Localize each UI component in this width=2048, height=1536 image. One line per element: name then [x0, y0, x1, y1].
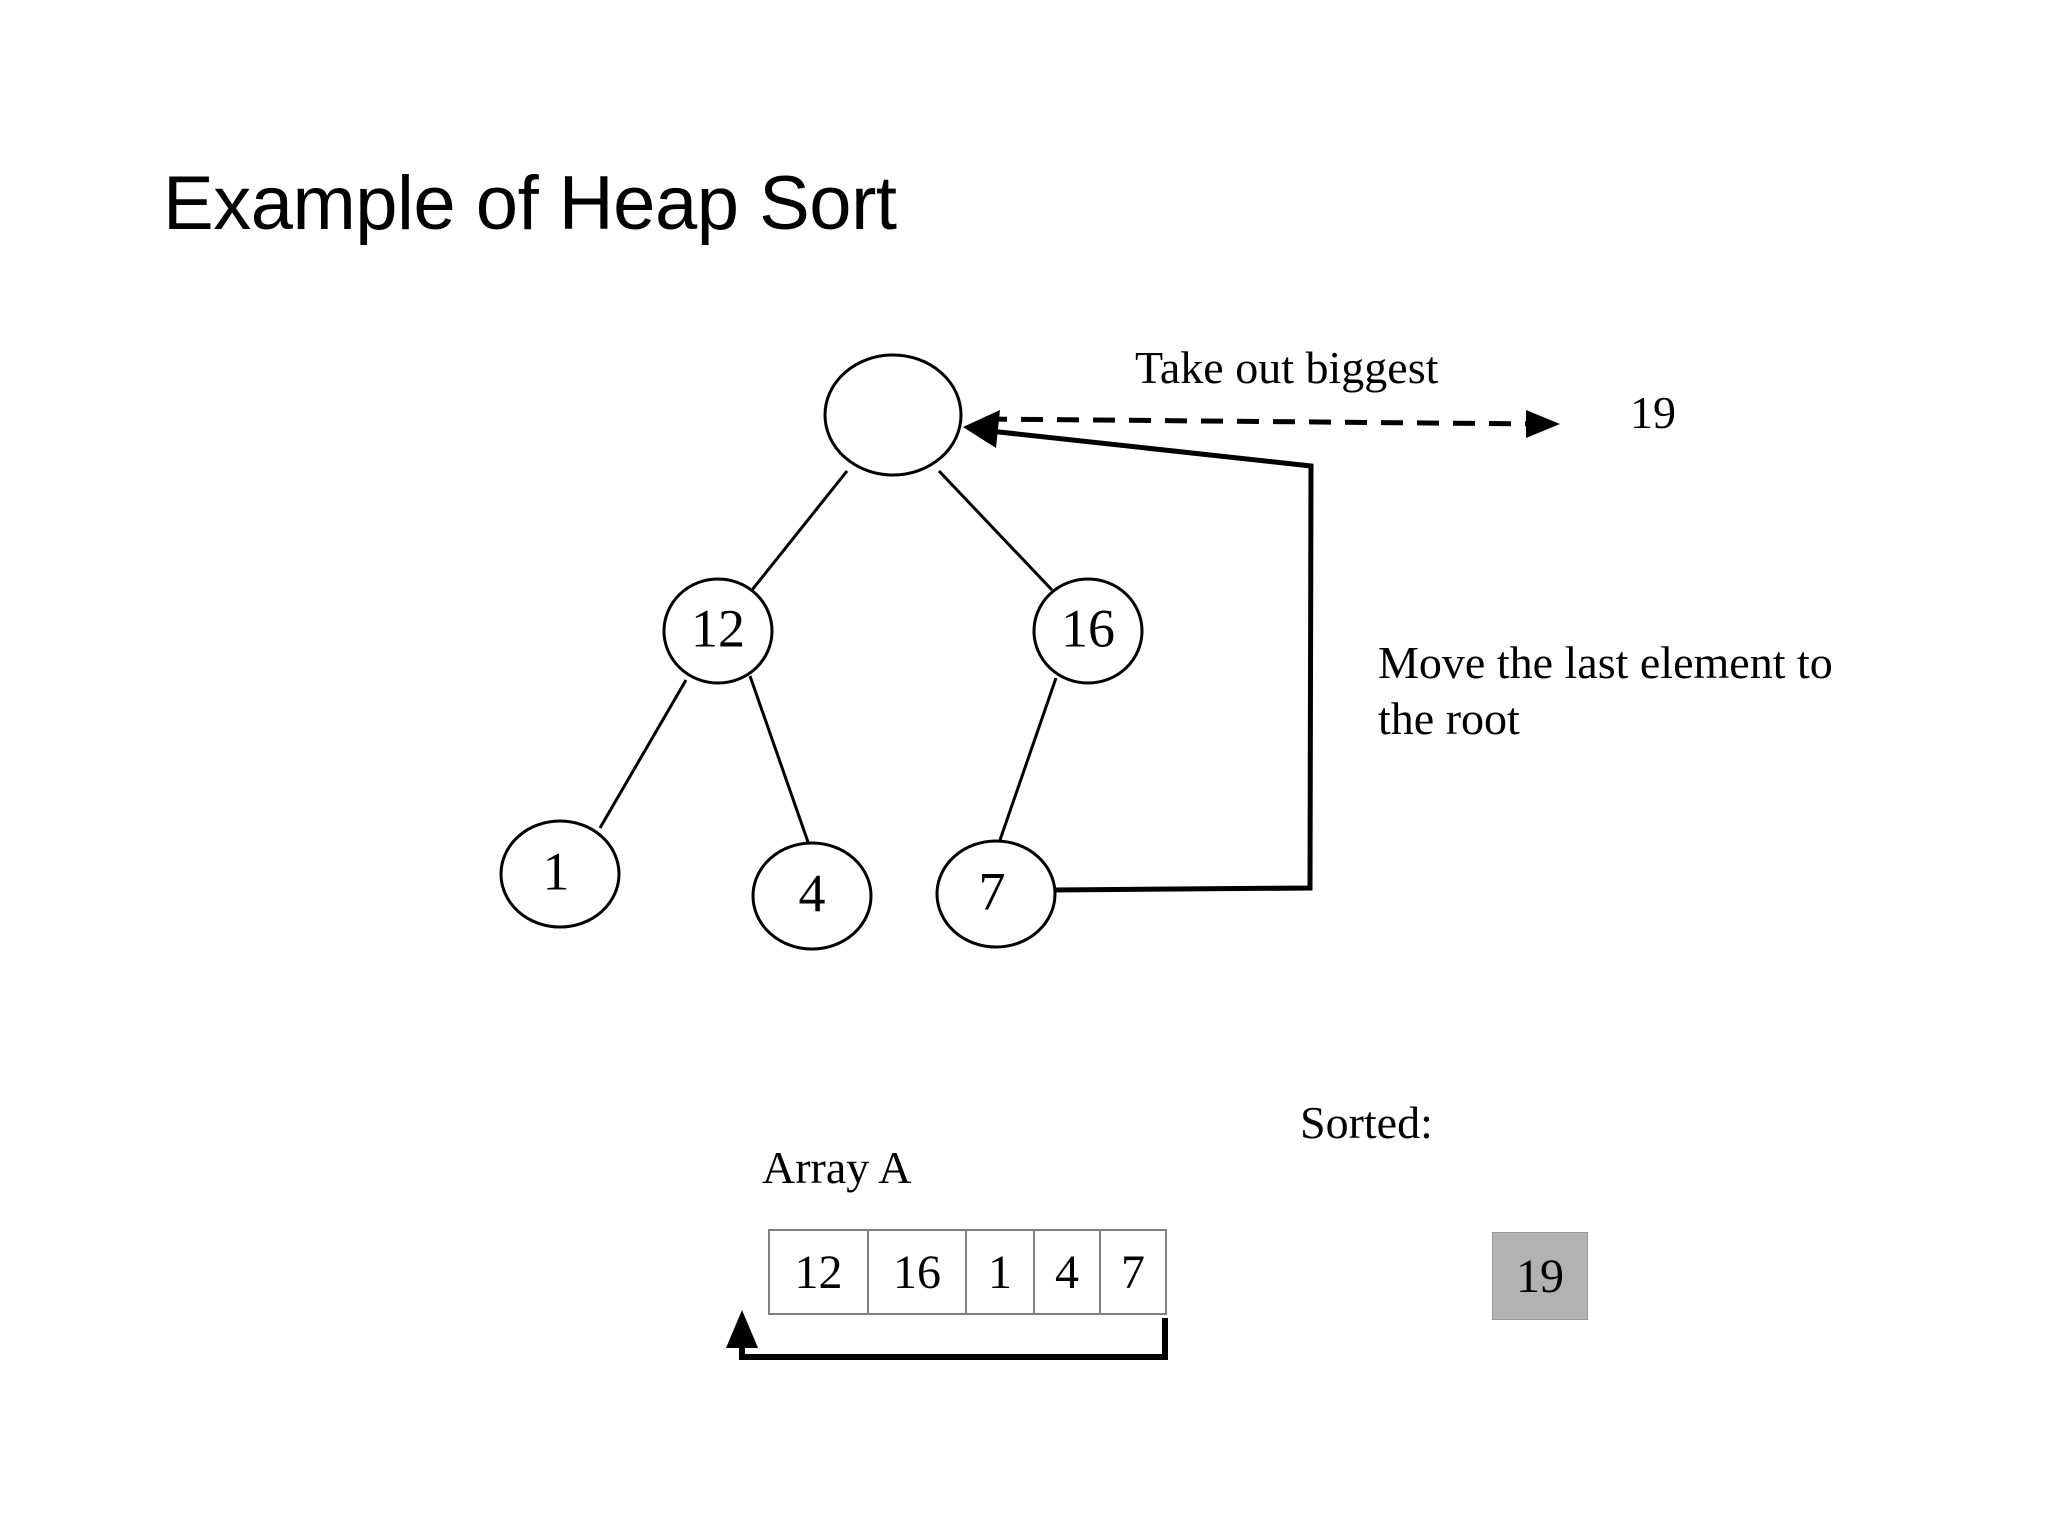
sorted-cell[interactable]: 19	[1492, 1232, 1588, 1320]
take-out-biggest-label: Take out biggest	[1135, 342, 1439, 393]
tree-node-16	[1032, 577, 1144, 685]
array-cell[interactable]: 1	[965, 1229, 1035, 1315]
tree-nodes: 12 16 1 4 7	[499, 353, 1144, 951]
take-out-biggest-arrow	[984, 410, 1560, 438]
tree-node-16-label: 16	[1061, 598, 1115, 658]
extracted-value-label: 19	[1630, 387, 1676, 438]
tree-node-4-label: 4	[799, 863, 826, 923]
array-recycle-arrowhead	[726, 1310, 758, 1348]
edge-root-16	[937, 469, 1054, 592]
edge-16-7	[998, 677, 1058, 841]
tree-node-1-label: 1	[543, 841, 570, 901]
array-cell[interactable]: 7	[1099, 1229, 1167, 1315]
array-cell[interactable]: 12	[768, 1229, 869, 1315]
move-last-element-arrowhead	[963, 410, 1000, 448]
edge-12-1	[598, 679, 688, 829]
array-recycle-arrow	[739, 1318, 1168, 1360]
tree-node-12	[662, 577, 774, 685]
page-title: Example of Heap Sort	[163, 161, 897, 246]
tree-edges	[598, 469, 1058, 843]
move-last-element-arrow	[989, 428, 1314, 893]
tree-node-7	[935, 839, 1057, 949]
tree-node-12-label: 12	[691, 598, 745, 658]
tree-node-1	[499, 819, 621, 929]
sorted-label: Sorted:	[1300, 1097, 1433, 1148]
tree-node-root	[823, 353, 963, 477]
tree-node-4	[751, 841, 873, 951]
tree-node-7-label: 7	[979, 861, 1006, 921]
move-last-element-label: Move the last element to the root	[1378, 637, 1833, 745]
edge-root-12	[750, 470, 849, 591]
array-a-cells: 12 16 1 4 7	[768, 1229, 1167, 1315]
array-cell[interactable]: 4	[1033, 1229, 1101, 1315]
edge-12-4	[748, 675, 810, 843]
array-cell[interactable]: 16	[867, 1229, 967, 1315]
array-a-label: Array A	[762, 1142, 912, 1193]
